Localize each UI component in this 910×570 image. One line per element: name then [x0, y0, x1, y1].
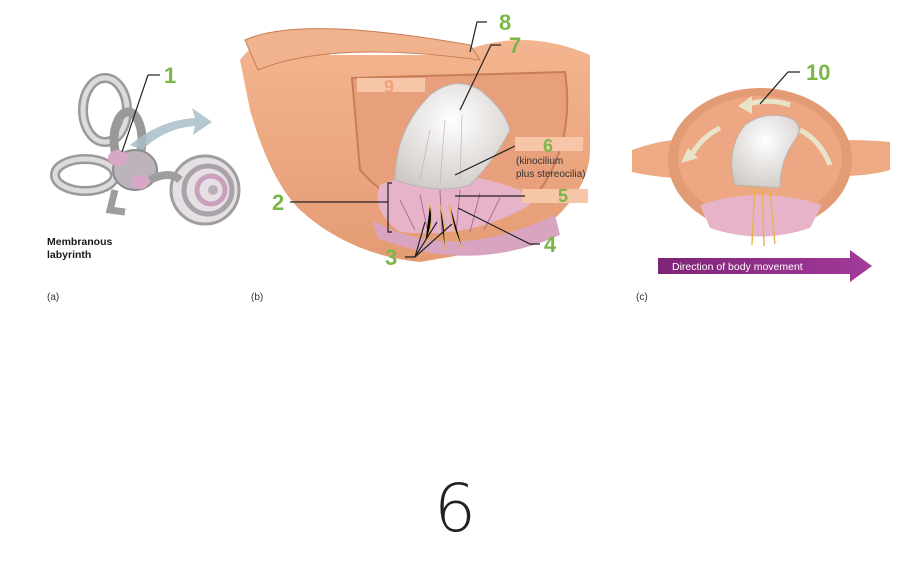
ampulla-cross-section — [240, 29, 590, 262]
panel-a-label: (a) — [47, 292, 59, 303]
panel-b-label: (b) — [251, 292, 263, 303]
label-2: 2 — [272, 190, 284, 215]
label-box-5 — [522, 189, 588, 203]
label-3: 3 — [385, 245, 397, 270]
panel-a: 1 Membranous labyrinth (a) — [47, 63, 239, 303]
label-8: 8 — [499, 10, 511, 35]
label-9: 9 — [384, 77, 394, 97]
label-6: 6 — [543, 136, 553, 156]
label-4: 4 — [544, 232, 557, 257]
card-number: 6 — [434, 470, 476, 547]
panel-b: 8 7 9 6 (kinocilium plus stereocilia) 5 … — [240, 10, 590, 303]
panel-c-label: (c) — [636, 292, 648, 303]
label-1: 1 — [164, 63, 176, 88]
membranous-labyrinth-illustration — [55, 78, 239, 224]
label-10: 10 — [806, 60, 830, 85]
deflected-cupula-illustration — [632, 88, 890, 246]
panel-c: 10 Direction of body movement (c) — [632, 60, 890, 303]
caption-line-1: Membranous — [47, 236, 113, 248]
direction-banner-text: Direction of body movement — [672, 261, 803, 273]
card-number-area: 6 — [0, 470, 910, 547]
caption-line-2: labyrinth — [47, 249, 91, 261]
label-7: 7 — [509, 33, 521, 58]
label-5: 5 — [558, 186, 568, 206]
kinocilium-note-2: plus stereocilia) — [516, 169, 585, 180]
cupula-diagram: 1 Membranous labyrinth (a) — [0, 0, 910, 320]
kinocilium-note-1: (kinocilium — [516, 156, 563, 167]
